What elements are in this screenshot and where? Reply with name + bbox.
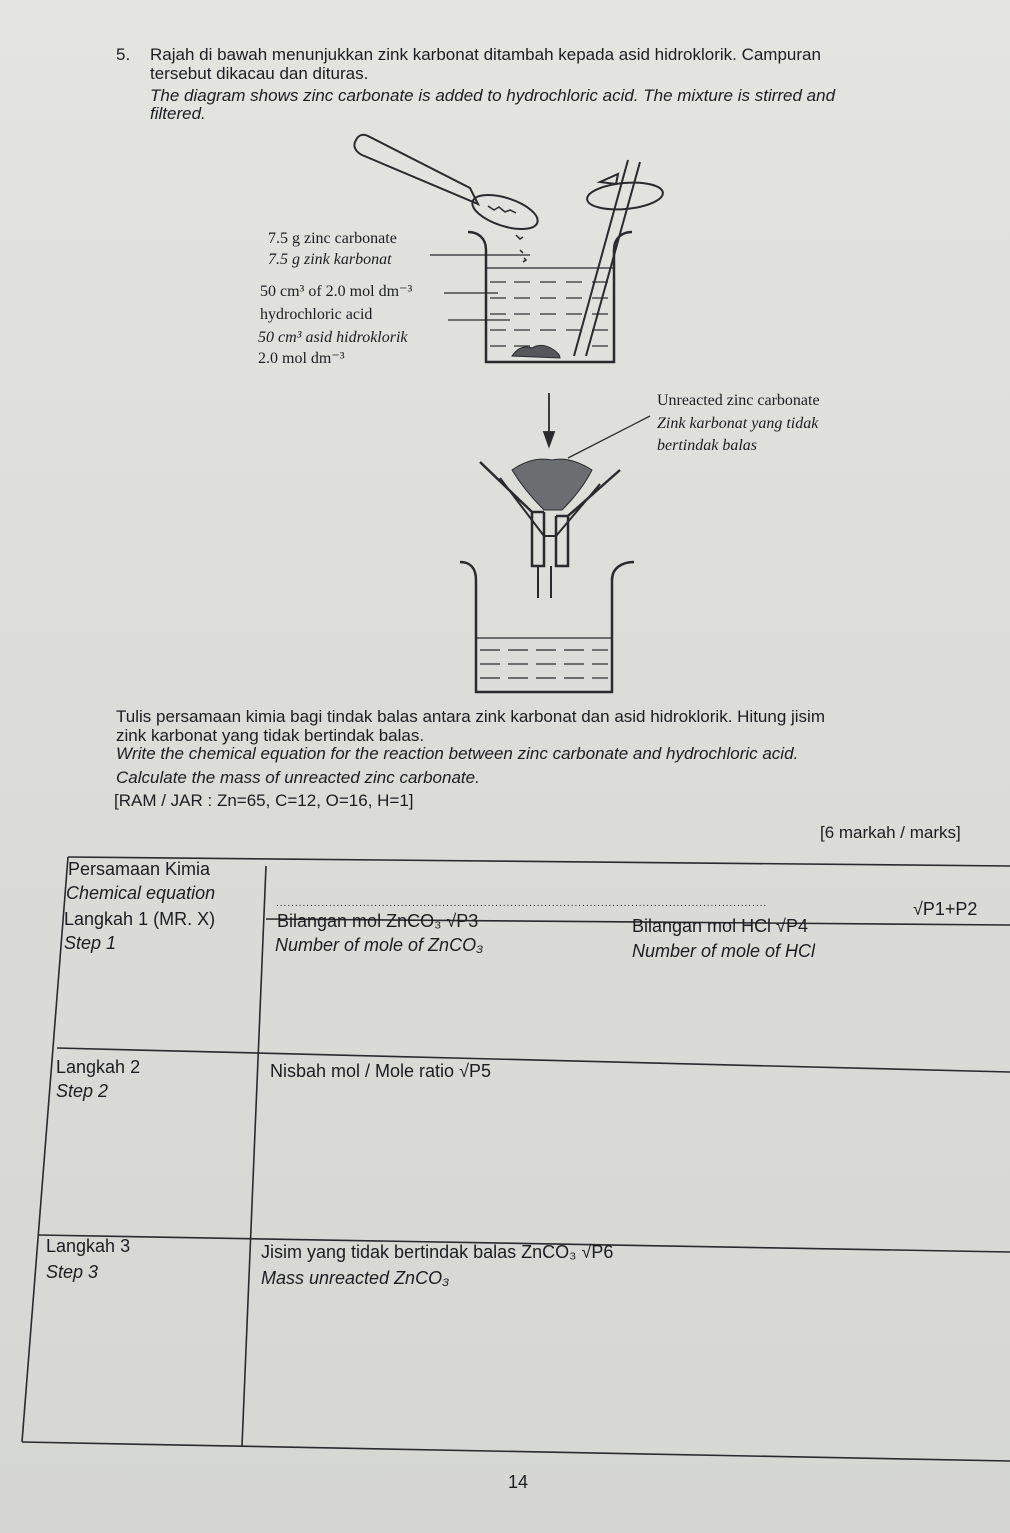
- label-acid-ms: 50 cm³ asid hidroklorik: [258, 329, 408, 346]
- question-ms-line1: Rajah di bawah menunjukkan zink karbonat…: [150, 45, 821, 64]
- question-en-line2: filtered.: [150, 104, 206, 123]
- label-acid-en: hydrochloric acid: [260, 306, 373, 323]
- task-ms-line2: zink karbonat yang tidak bertindak balas…: [116, 726, 425, 745]
- step1-mol-hcl-en: Number of mole of HCl: [632, 941, 816, 961]
- label-zinc-carbonate-en: 7.5 g zinc carbonate: [268, 230, 397, 247]
- question-en-line1: The diagram shows zinc carbonate is adde…: [150, 86, 836, 105]
- step1-label-en: Step 1: [64, 933, 117, 953]
- filtrate-beaker-icon: [459, 560, 635, 694]
- step2-label-ms: Langkah 2: [56, 1057, 141, 1077]
- task-en-line1: Write the chemical equation for the reac…: [116, 744, 799, 763]
- step1-mol-znco3-en: Number of mole of ZnCO₃: [275, 935, 484, 955]
- apparatus-diagram: [353, 133, 664, 694]
- marks-total: [6 markah / marks]: [820, 823, 961, 842]
- equation-answer-dots: ........................................…: [276, 898, 768, 909]
- powder-sediment-icon: [511, 344, 561, 359]
- falling-powder-icon: [515, 234, 528, 263]
- equation-label-ms: Persamaan Kimia: [68, 859, 211, 879]
- step3-label-en: Step 3: [46, 1262, 99, 1282]
- question-number: 5.: [116, 45, 131, 64]
- task-en-line2: Calculate the mass of unreacted zinc car…: [116, 768, 480, 787]
- residue-icon: [511, 458, 593, 511]
- question-ms-line2: tersebut dikacau dan dituras.: [150, 64, 369, 83]
- step2-label-en: Step 2: [56, 1081, 109, 1101]
- label-unreacted-ms-line1: Zink karbonat yang tidak: [657, 415, 819, 432]
- step1-mol-hcl-ms: Bilangan mol HCl √P4: [632, 916, 808, 936]
- page-number: 14: [508, 1472, 529, 1492]
- label-lines: [430, 254, 530, 321]
- step3-mass-ms: Jisim yang tidak bertindak balas ZnCO₃ √…: [261, 1242, 614, 1262]
- step1-mol-znco3-ms: Bilangan mol ZnCO₃ √P3: [277, 911, 479, 931]
- step2-mole-ratio: Nisbah mol / Mole ratio √P5: [270, 1061, 491, 1081]
- spatula-icon: [353, 133, 539, 230]
- filtrate-liquid-icon: [476, 637, 612, 679]
- beaker-icon: [467, 230, 633, 364]
- step3-mass-en: Mass unreacted ZnCO₃: [261, 1268, 450, 1288]
- down-arrow-icon: [542, 393, 556, 449]
- ram-values: [RAM / JAR : Zn=65, C=12, O=16, H=1]: [114, 791, 414, 810]
- filter-funnel-icon: [479, 461, 621, 598]
- step1-label-ms: Langkah 1 (MR. X): [64, 909, 216, 929]
- label-acid-quantity: 50 cm³ of 2.0 mol dm⁻³: [260, 283, 413, 300]
- label-acid-ms-concentration: 2.0 mol dm⁻³: [258, 350, 345, 367]
- step3-label-ms: Langkah 3: [46, 1236, 131, 1256]
- label-zinc-carbonate-ms: 7.5 g zink karbonat: [268, 251, 392, 268]
- equation-label-en: Chemical equation: [66, 883, 216, 903]
- task-ms-line1: Tulis persamaan kimia bagi tindak balas …: [116, 707, 825, 726]
- mark-p1-p2: √P1+P2: [913, 899, 978, 919]
- acid-liquid-icon: [486, 267, 614, 347]
- residue-label-line: [567, 415, 651, 459]
- label-unreacted-en: Unreacted zinc carbonate: [657, 392, 820, 409]
- label-unreacted-ms-line2: bertindak balas: [657, 437, 757, 454]
